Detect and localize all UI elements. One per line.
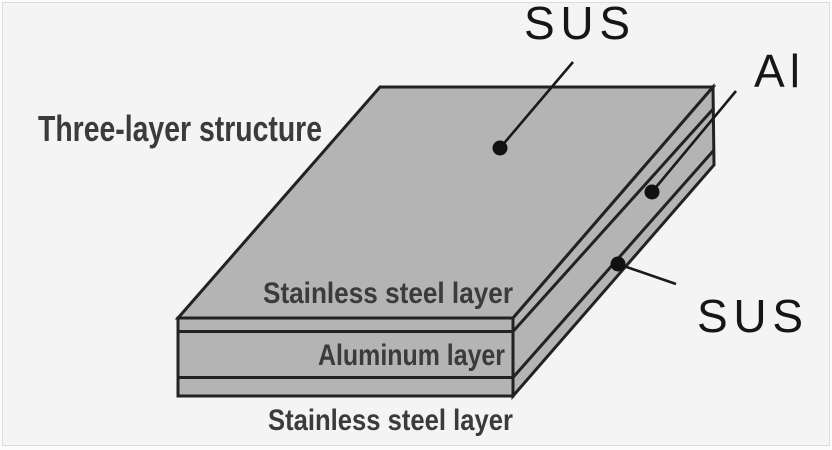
layer-label-bottom-stainless: Stainless steel layer — [268, 404, 513, 437]
leader-line-sus-top — [499, 61, 574, 149]
leader-dot-sus-top — [492, 140, 508, 156]
layer-label-top-stainless: Stainless steel layer — [263, 277, 513, 310]
leader-line-al — [651, 90, 737, 193]
leader-dot-sus-right — [610, 256, 626, 272]
callout-label-al: Al — [754, 45, 800, 97]
leader-dot-al — [644, 184, 660, 200]
side-face-divider-top-sus-al — [511, 106, 716, 333]
diagram-title: Three-layer structure — [38, 108, 322, 149]
leader-line-sus-right — [617, 262, 677, 286]
callout-label-sus-top: SUS — [524, 0, 630, 49]
layer-label-aluminum: Aluminum layer — [318, 339, 505, 372]
callout-label-sus-right: SUS — [697, 290, 803, 342]
